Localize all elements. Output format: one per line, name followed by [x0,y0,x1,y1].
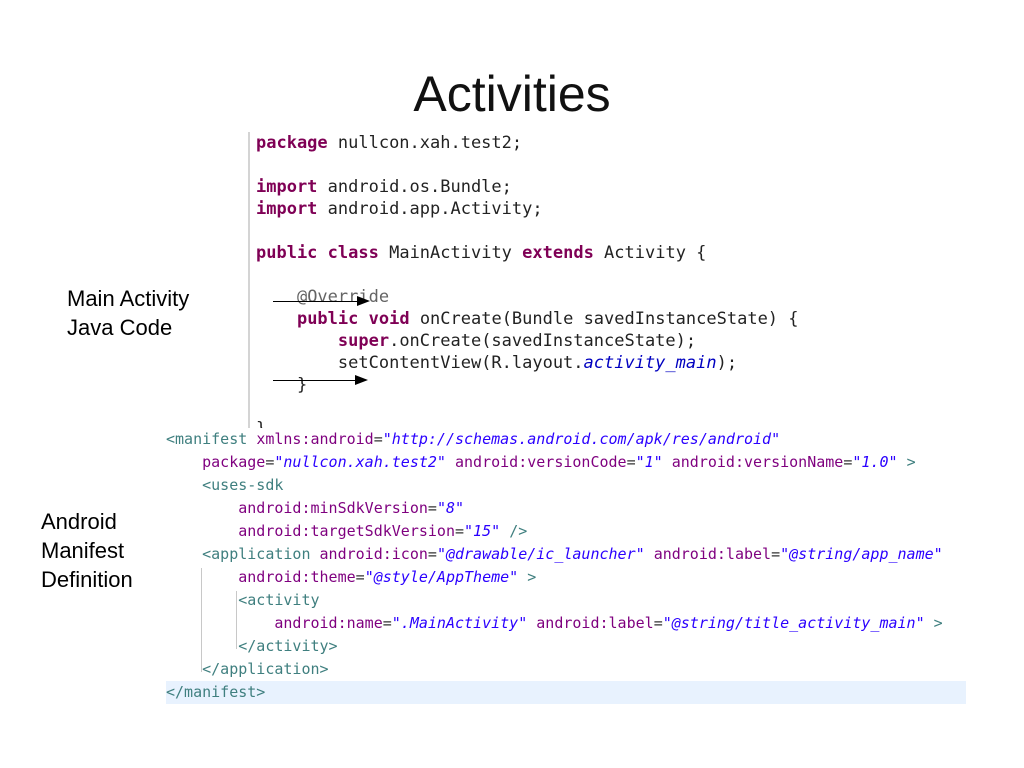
set-content-view-end: ); [716,353,738,373]
java-code-listing: package nullcon.xah.test2; import androi… [256,132,799,428]
layout-field: activity_main [583,353,717,373]
manifest-label-line-3: Definition [41,567,133,592]
keyword-import: import [256,199,318,219]
java-line-class: public class MainActivity extends Activi… [256,243,706,263]
activity-label-value: "@string/title_activity_main" [662,614,925,632]
class-close-brace: } [256,419,266,428]
uses-sdk-open-tag: <uses-sdk [202,476,284,494]
package-name: nullcon.xah.test2; [327,133,523,153]
class-name: MainActivity [378,243,523,263]
application-close-tag: </application> [202,660,329,678]
activity-label-attr: android:label [536,614,654,632]
xml-line-theme: android:theme="@style/AppTheme" > [238,568,537,586]
java-line-import-1: import android.os.Bundle; [256,177,512,197]
manifest-label-line-1: Android [41,509,117,534]
application-open-tag: <application [202,545,311,563]
xmlns-attr: xmlns:android [256,430,374,448]
import-bundle: android.os.Bundle; [317,177,512,197]
parent-class: Activity { [593,243,707,263]
manifest-code-listing: <manifest xmlns:android="http://schemas.… [166,428,966,704]
xml-line-manifest-open: <manifest xmlns:android="http://schemas.… [166,430,781,448]
label-value: "@string/app_name" [780,545,943,563]
target-sdk-value: "15" [464,522,501,540]
activity-name-value: ".MainActivity" [391,614,528,632]
package-attr: package [202,453,266,471]
java-line-import-2: import android.app.Activity; [256,199,543,219]
xml-line-application: <application android:icon="@drawable/ic_… [202,545,943,563]
label-attr: android:label [653,545,772,563]
override-annotation: @Override [296,287,390,307]
icon-value: "@drawable/ic_launcher" [436,545,645,563]
keyword-import: import [256,177,318,197]
tag-end: > [527,568,537,586]
setcontentview-arrow-icon [273,375,368,385]
java-line-oncreate: public void onCreate(Bundle savedInstanc… [297,309,799,329]
theme-value: "@style/AppTheme" [364,568,519,586]
activity-close-tag: </activity> [238,637,338,655]
manifest-code-panel: <manifest xmlns:android="http://schemas.… [166,428,966,704]
package-value: "nullcon.xah.test2" [274,453,446,471]
xml-line-activity-attrs: android:name=".MainActivity" android:lab… [274,614,943,632]
highlighted-line: </manifest> [166,681,966,704]
keyword-class: class [327,243,379,263]
tag-end: > [933,614,943,632]
indent-guide-application [201,568,202,672]
java-line-package: package nullcon.xah.test2; [256,133,522,153]
activity-open-tag: <activity [238,591,320,609]
min-sdk-attr: android:minSdkVersion [238,499,428,517]
keyword-public: public [296,309,359,329]
min-sdk-value: "8" [436,499,465,517]
icon-attr: android:icon [319,545,428,563]
set-content-view: setContentView(R.layout. [337,353,584,373]
java-code-label: Main Activity Java Code [67,284,189,342]
activity-name-attr: android:name [274,614,383,632]
java-code-panel: package nullcon.xah.test2; import androi… [248,132,990,428]
slide-title: Activities [413,66,611,122]
xmlns-value: "http://schemas.android.com/apk/res/andr… [382,430,781,448]
keyword-void: void [368,309,410,329]
java-line-setcontentview: setContentView(R.layout.activity_main); [338,353,737,373]
method-close-brace: } [296,375,308,395]
version-name-attr: android:versionName [671,453,844,471]
java-label-line-2: Java Code [67,315,173,340]
version-name-value: "1.0" [852,453,898,471]
indent-guide-activity [236,591,237,649]
manifest-label-line-2: Manifest [41,538,125,563]
manifest-label: Android Manifest Definition [41,507,133,594]
xml-line-target-sdk: android:targetSdkVersion="15" /> [238,522,528,540]
tag-end: > [906,453,916,471]
manifest-close-tag: </manifest> [166,683,266,701]
override-arrow-icon [273,296,370,306]
target-sdk-attr: android:targetSdkVersion [238,522,455,540]
self-close-tag: /> [509,522,528,540]
keyword-super: super [337,331,390,351]
version-code-attr: android:versionCode [455,453,627,471]
import-activity: android.app.Activity; [317,199,543,219]
xml-line-package: package="nullcon.xah.test2" android:vers… [202,453,916,471]
version-code-value: "1" [635,453,663,471]
oncreate-signature: onCreate(Bundle savedInstanceState) { [409,309,799,329]
java-label-line-1: Main Activity [67,286,190,311]
xml-line-min-sdk: android:minSdkVersion="8" [238,499,465,517]
java-line-super: super.onCreate(savedInstanceState); [338,331,696,351]
keyword-package: package [256,133,328,153]
keyword-extends: extends [522,243,594,263]
keyword-public: public [256,243,318,263]
super-call: .onCreate(savedInstanceState); [389,331,697,351]
theme-attr: android:theme [238,568,356,586]
manifest-open-tag: <manifest [166,430,248,448]
